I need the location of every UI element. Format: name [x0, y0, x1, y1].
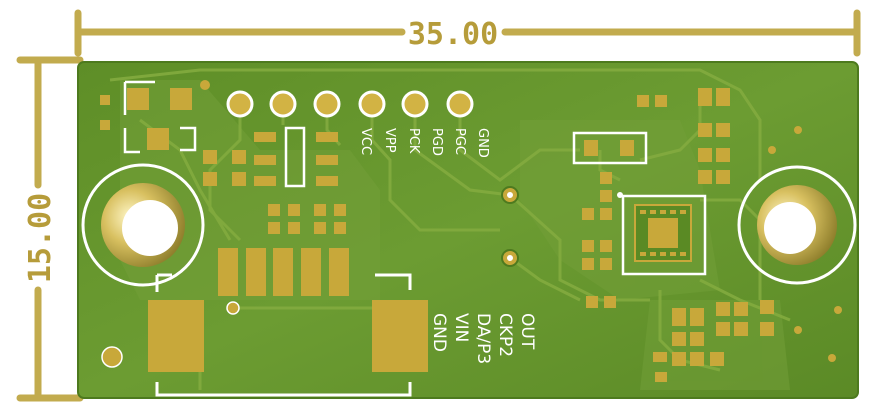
silk-outline-center: [284, 126, 306, 188]
pin-label-vcc: VCC: [358, 128, 373, 155]
width-dimension: [74, 9, 861, 57]
conn-label-out: OUT: [517, 313, 537, 350]
header-pins: [226, 90, 474, 118]
tl-component: [100, 80, 210, 154]
mounting-hole-left: [81, 163, 205, 287]
conn-label-dap3: DA/P3: [473, 313, 493, 364]
right-component-group: [572, 88, 774, 382]
connector-labels: OUT CKP2 DA/P3 VIN GND: [429, 313, 537, 364]
header-pin-labels: VCC VPP PCK PGD PGC GND: [358, 128, 490, 158]
connector-silkscreen: [155, 273, 412, 397]
height-dimension: [16, 56, 84, 402]
chip-icon: [621, 194, 707, 276]
pin-label-pck: PCK: [406, 128, 421, 154]
pin-label-pgd: PGD: [429, 128, 444, 156]
mounting-hole-right: [737, 165, 857, 285]
pin-label-vpp: VPP: [382, 128, 397, 153]
conn-label-ckp2: CKP2: [495, 313, 515, 357]
width-dimension-label: 35.00: [408, 17, 498, 52]
pin-label-pgc: PGC: [452, 128, 467, 155]
vias: [101, 126, 842, 368]
pin-label-gnd: GND: [475, 128, 490, 158]
connector-pads: [148, 248, 428, 372]
smd-passives: [203, 132, 346, 234]
conn-label-gnd: GND: [429, 313, 449, 352]
conn-label-vin: VIN: [451, 313, 471, 342]
height-dimension-label: 15.00: [23, 193, 58, 283]
